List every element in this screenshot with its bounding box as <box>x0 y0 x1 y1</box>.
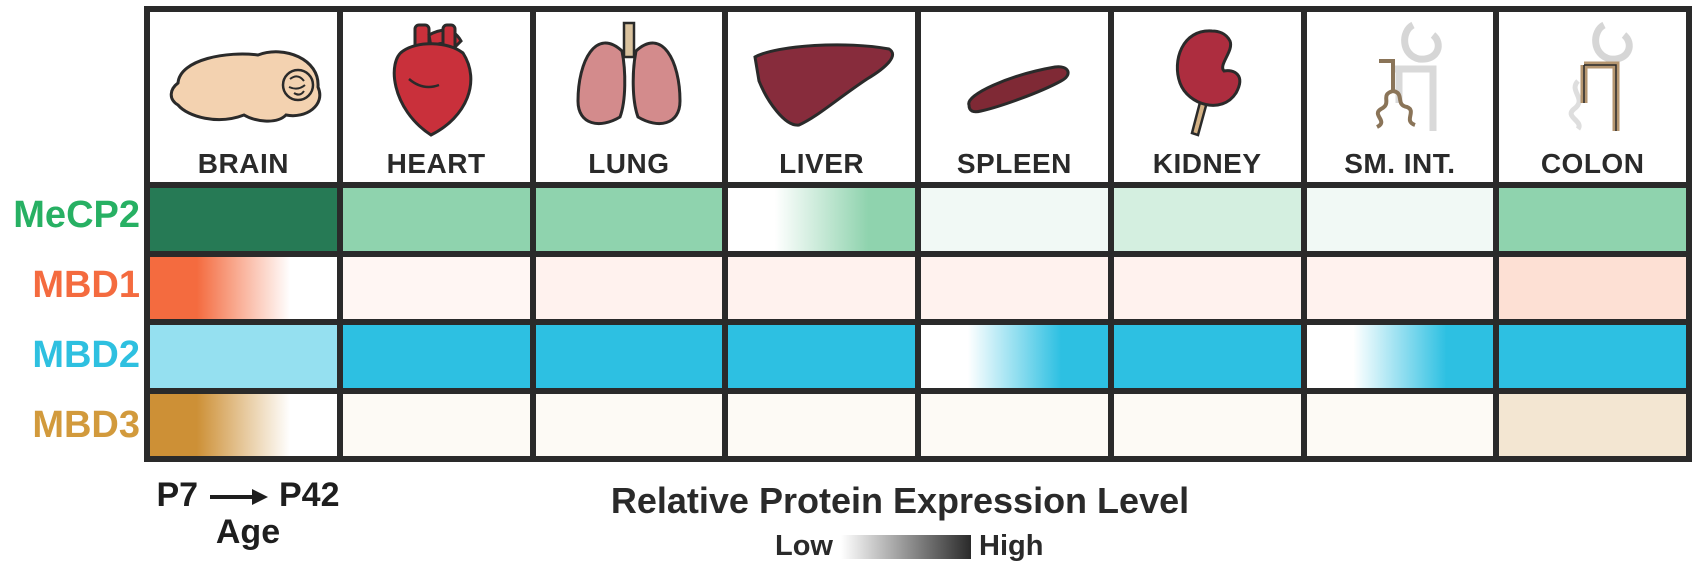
expr-cell-mbd2-spleen <box>921 325 1108 388</box>
colon-icon <box>1499 18 1686 143</box>
brain-icon <box>150 18 337 143</box>
legend-gradient-bar <box>841 534 971 559</box>
organ-cell-small-intestine: SM. INT. <box>1306 12 1494 182</box>
expr-cell-mecp2-small-intestine <box>1306 188 1494 251</box>
organ-label-colon: COLON <box>1540 148 1645 179</box>
expr-cell-mecp2-liver <box>728 188 915 251</box>
expr-cell-mecp2-spleen <box>921 188 1108 251</box>
row-label-mbd1: MBD1 <box>32 264 140 306</box>
kidney-icon <box>1114 18 1301 143</box>
spleen-icon <box>921 18 1108 143</box>
row-label-mecp2: MeCP2 <box>13 194 140 236</box>
organ-cell-lung: LUNG <box>535 12 723 182</box>
expr-cell-mbd3-heart <box>342 393 530 456</box>
expr-cell-mbd3-small-intestine <box>1306 393 1494 456</box>
expr-cell-mbd1-brain <box>150 256 337 319</box>
expr-cell-mbd1-colon <box>1499 256 1686 319</box>
organ-label-kidney: KIDNEY <box>1152 148 1262 179</box>
expr-cell-mbd3-liver <box>728 393 915 456</box>
heart-icon <box>343 18 530 143</box>
organ-label-spleen: SPLEEN <box>956 148 1072 179</box>
expr-cell-mbd2-brain <box>150 325 337 388</box>
expr-cell-mbd3-kidney <box>1113 393 1301 456</box>
expr-cell-mecp2-heart <box>342 188 530 251</box>
expr-cell-mbd2-heart <box>342 325 530 388</box>
age-from: P7 <box>156 476 199 514</box>
organ-cell-heart: HEART <box>342 12 530 182</box>
expr-cell-mbd2-liver <box>728 325 915 388</box>
expr-cell-mbd3-lung <box>535 393 723 456</box>
expr-cell-mecp2-colon <box>1499 188 1686 251</box>
expr-cell-mbd2-kidney <box>1113 325 1301 388</box>
organ-cell-brain: BRAIN <box>150 12 337 182</box>
right-arrow-icon <box>209 489 268 506</box>
expr-cell-mbd2-colon <box>1499 325 1686 388</box>
expr-cell-mecp2-kidney <box>1113 188 1301 251</box>
organ-label-lung: LUNG <box>588 148 670 179</box>
legend-low-label: Low <box>775 530 833 562</box>
expr-cell-mbd1-heart <box>342 256 530 319</box>
legend-scale: Low High <box>775 530 1043 563</box>
organ-cell-kidney: KIDNEY <box>1113 12 1301 182</box>
expr-cell-mecp2-lung <box>535 188 723 251</box>
organ-cell-liver: LIVER <box>728 12 915 182</box>
expr-cell-mbd3-colon <box>1499 393 1686 456</box>
expr-cell-mecp2-brain <box>150 188 337 251</box>
age-to: P42 <box>279 476 340 514</box>
expr-cell-mbd1-small-intestine <box>1306 256 1494 319</box>
organ-cell-spleen: SPLEEN <box>921 12 1108 182</box>
lung-icon <box>536 18 723 143</box>
expr-cell-mbd2-small-intestine <box>1306 325 1494 388</box>
expr-cell-mbd2-lung <box>535 325 723 388</box>
liver-icon <box>728 18 915 143</box>
organ-label-small-intestine: SM. INT. <box>1344 148 1456 179</box>
small-intestine-icon <box>1307 18 1494 143</box>
expr-cell-mbd1-liver <box>728 256 915 319</box>
organ-cell-colon: COLON <box>1499 12 1686 182</box>
legend-high-label: High <box>979 530 1044 562</box>
expr-cell-mbd3-spleen <box>921 393 1108 456</box>
legend-title: Relative Protein Expression Level <box>610 480 1190 521</box>
age-label: Age <box>215 513 281 551</box>
expr-cell-mbd1-kidney <box>1113 256 1301 319</box>
row-label-mbd2: MBD2 <box>32 334 140 376</box>
organ-label-brain: BRAIN <box>197 148 289 179</box>
age-range: P7 P42 <box>148 476 348 515</box>
organ-label-liver: LIVER <box>779 148 865 179</box>
organ-label-heart: HEART <box>386 148 486 179</box>
expr-cell-mbd3-brain <box>150 393 337 456</box>
expr-cell-mbd1-lung <box>535 256 723 319</box>
age-annotation: P7 P42 Age <box>148 476 348 552</box>
row-label-mbd3: MBD3 <box>32 404 140 446</box>
expression-grid: BRAIN HEART LUNG <box>144 6 1692 462</box>
expr-cell-mbd1-spleen <box>921 256 1108 319</box>
